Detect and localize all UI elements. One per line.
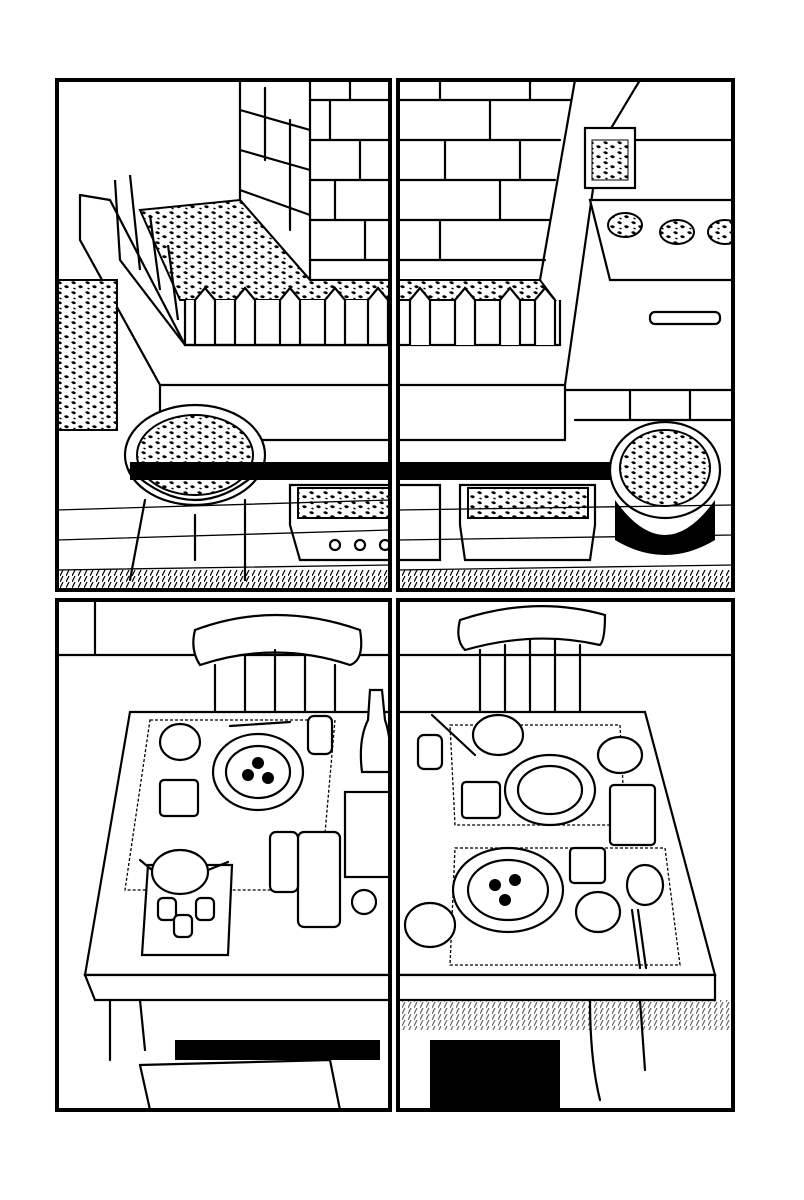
panel-dining-left [57, 600, 390, 1110]
tea-set-tray [138, 848, 234, 957]
dishes [158, 688, 390, 929]
rect-planter-left [288, 483, 390, 562]
panel-border-3 [55, 598, 392, 1112]
chair-near [138, 1040, 380, 1110]
panel-courtyard-right [398, 80, 733, 590]
wood-floor [57, 499, 390, 571]
panel-border-2 [396, 78, 735, 592]
rect-planter-right [398, 483, 597, 562]
panel-courtyard-left [57, 80, 390, 590]
panel-border-4 [396, 598, 735, 1112]
shelf-with-cups [563, 126, 733, 422]
panel-border-1 [55, 78, 392, 592]
dishes [403, 713, 665, 970]
round-pot-right [608, 420, 722, 555]
picket-fence [398, 286, 562, 347]
gravel-bed [138, 198, 390, 301]
chair-back-far [457, 605, 607, 717]
chair-back-far [192, 613, 363, 722]
brick-wall [398, 80, 642, 282]
panel-dining-right [398, 605, 733, 1110]
